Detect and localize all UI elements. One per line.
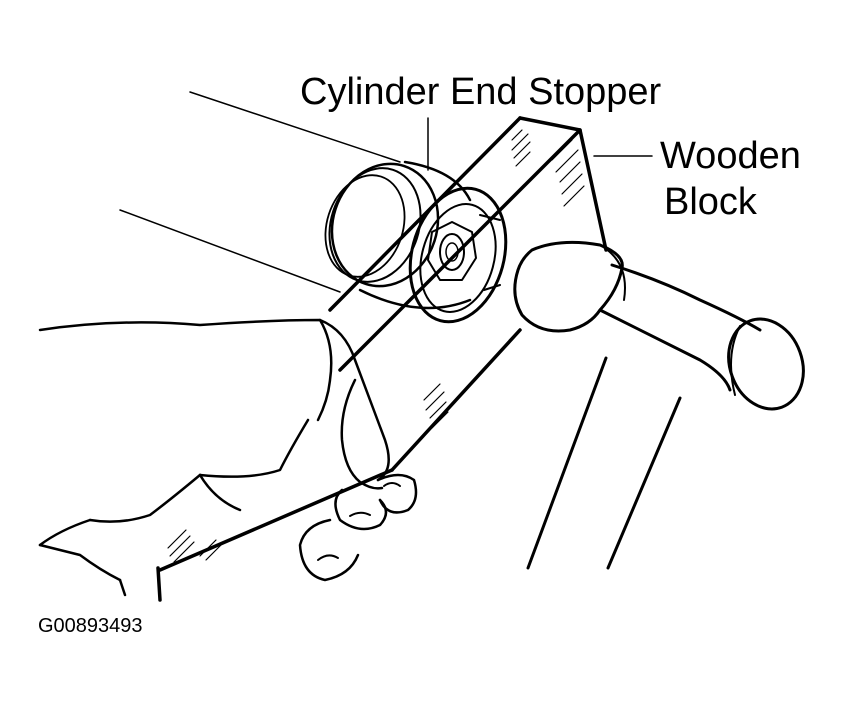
cylinder-body <box>119 91 401 293</box>
hand <box>38 318 418 597</box>
wooden-block <box>156 116 608 602</box>
label-cylinder-end-stopper: Cylinder End Stopper <box>300 71 662 113</box>
leader-lines <box>427 117 653 171</box>
hammer <box>513 240 805 570</box>
label-wooden-block-line1: Wooden <box>660 135 801 177</box>
figure-id: G00893493 <box>38 615 143 637</box>
label-wooden-block-line2: Block <box>664 181 757 223</box>
cylinder-end-stopper <box>324 160 508 324</box>
